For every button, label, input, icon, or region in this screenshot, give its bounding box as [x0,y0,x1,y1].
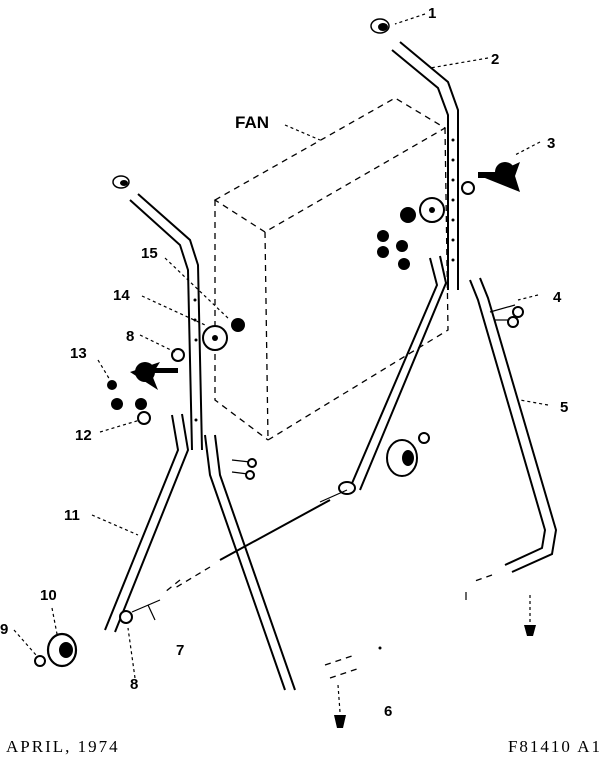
bottom-feet [324,595,536,728]
wheel-right [174,432,430,589]
callout-12: 12 [75,427,92,444]
callout-labels: FAN 1 2 3 4 5 6 7 8 9 10 11 12 13 14 8 1… [0,5,568,720]
fan-housing-outline [213,97,449,441]
left-diagonal-brace [104,413,190,633]
left-upright-tube [129,193,203,451]
callout-2: 2 [491,51,499,68]
knob-left [130,362,178,390]
callout-1: 1 [428,5,436,22]
callout-leaders [13,13,549,679]
callout-15: 15 [141,245,158,262]
callout-3: 3 [547,135,555,152]
callout-10: 10 [40,587,57,604]
screws-right [489,304,524,328]
wheel-left [34,579,181,668]
callout-4: 4 [553,289,562,306]
footer-date: APRIL, 1974 [6,737,120,756]
callout-6: 6 [384,703,392,720]
end-cap-right [370,18,390,34]
right-diagonal-brace [349,255,448,491]
right-leg-tube [465,277,558,600]
callout-5: 5 [560,399,568,416]
callout-8-lower: 8 [130,676,138,693]
callout-13: 13 [70,345,87,362]
footer-code: F81410 A1 [507,737,602,756]
knob-right [478,162,520,192]
callout-7: 7 [176,642,184,659]
callout-8-upper: 8 [126,328,134,345]
hardware-right-upper [377,181,475,270]
end-cap-left [112,175,130,189]
callout-9: 9 [0,621,8,638]
callout-14: 14 [113,287,130,304]
right-upright-tube [391,41,459,290]
left-front-leg [204,434,296,691]
fan-label: FAN [235,113,269,132]
screws-left-lower [231,458,257,480]
callout-11: 11 [64,507,80,524]
